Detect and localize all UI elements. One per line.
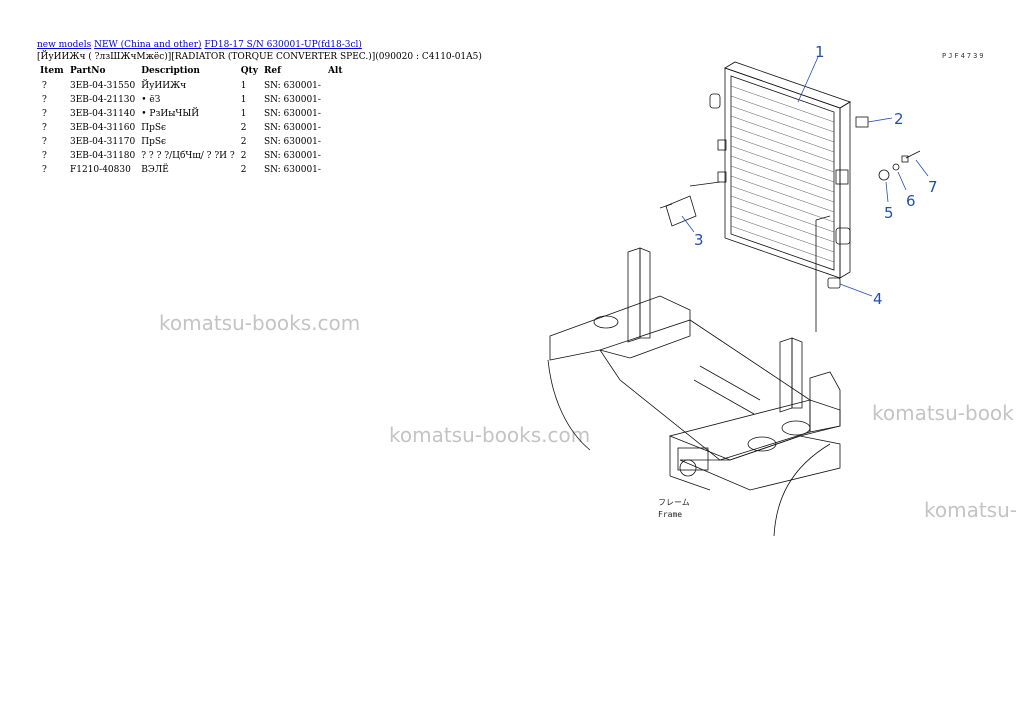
table-row[interactable]: ? F1210-40830 ВЭЛЁ 2 SN: 630001- <box>37 164 346 178</box>
header-partno: PartNo <box>70 66 106 76</box>
header-alt: Alt <box>327 66 343 76</box>
cell-partno: 3EB-04-31160 <box>70 123 136 133</box>
callout-6: 6 <box>906 192 916 210</box>
table-row[interactable]: ? 3EB-04-31140 • РзИыЧЫЙ 1 SN: 630001- <box>37 108 346 122</box>
cell-qty: 2 <box>240 151 247 161</box>
cell-description: • РзИыЧЫЙ <box>141 109 200 119</box>
callout-5: 5 <box>884 204 894 222</box>
cell-item: ? <box>42 151 47 161</box>
cell-partno: F1210-40830 <box>70 165 131 175</box>
cell-ref: SN: 630001- <box>263 109 321 119</box>
callout-leaders <box>681 56 929 297</box>
cell-ref: SN: 630001- <box>263 81 321 91</box>
cell-partno: 3EB-04-31180 <box>70 151 136 161</box>
breadcrumb: new models NEW (China and other) FD18-17… <box>37 40 362 51</box>
table-header-row: Item PartNo Description Qty Ref Alt <box>37 66 346 80</box>
cell-qty: 2 <box>240 123 247 133</box>
cell-alt <box>325 136 346 150</box>
cell-ref: SN: 630001- <box>263 95 321 105</box>
header-ref: Ref <box>263 66 282 76</box>
header-qty: Qty <box>240 66 258 76</box>
cell-description: ПрЅє <box>141 123 167 133</box>
cell-ref: SN: 630001- <box>263 123 321 133</box>
table-row[interactable]: ? 3EB-04-21130 • ёЗ 1 SN: 630001- <box>37 94 346 108</box>
cell-description: ПрЅє <box>141 137 167 147</box>
cell-partno: 3EB-04-31170 <box>70 137 136 147</box>
callout-1: 1 <box>815 43 825 61</box>
callout-7: 7 <box>928 178 938 196</box>
drawing-code: PJF4739 <box>942 52 986 60</box>
page-heading: [ЙуИИЖч ( ?лзШЖчМжёс)][RADIATOR (TORQUE … <box>37 52 482 62</box>
callout-4: 4 <box>873 290 883 308</box>
cell-description: ? ? ? ?/ЦбЧщ/ ? ?И ? <box>141 151 235 161</box>
cell-description: • ёЗ <box>141 95 161 105</box>
table-row[interactable]: ? 3EB-04-31550 ЙуИИЖч 1 SN: 630001- <box>37 80 346 94</box>
cell-description: ЙуИИЖч <box>141 81 187 91</box>
cell-item: ? <box>42 165 47 175</box>
cell-item: ? <box>42 109 47 119</box>
drawing-caption-jp: フレーム <box>658 498 690 507</box>
cell-alt <box>325 122 346 136</box>
frame-drawing <box>547 247 841 537</box>
breadcrumb-link-region[interactable]: NEW (China and other) <box>94 40 202 50</box>
cell-qty: 2 <box>240 137 247 147</box>
cell-alt <box>325 94 346 108</box>
small-parts-drawing <box>659 116 921 332</box>
cell-alt <box>325 150 346 164</box>
cell-partno: 3EB-04-21130 <box>70 95 136 105</box>
parts-table: Item PartNo Description Qty Ref Alt ? 3E… <box>37 66 346 178</box>
callout-2: 2 <box>894 110 904 128</box>
breadcrumb-link-models[interactable]: new models <box>37 40 92 50</box>
cell-qty: 2 <box>240 165 247 175</box>
watermark: komatsu-books.com <box>159 311 361 335</box>
cell-qty: 1 <box>240 81 247 91</box>
table-row[interactable]: ? 3EB-04-31170 ПрЅє 2 SN: 630001- <box>37 136 346 150</box>
cell-item: ? <box>42 137 47 147</box>
cell-alt <box>325 80 346 94</box>
cell-qty: 1 <box>240 95 247 105</box>
parts-diagram: PJF4739 <box>547 43 986 537</box>
header-item: Item <box>40 66 64 76</box>
cell-ref: SN: 630001- <box>263 137 321 147</box>
cell-qty: 1 <box>240 109 247 119</box>
callout-3: 3 <box>694 231 704 249</box>
cell-ref: SN: 630001- <box>263 151 321 161</box>
cell-ref: SN: 630001- <box>263 165 321 175</box>
header-description: Description <box>141 66 200 76</box>
drawing-caption-en: Frame <box>658 510 682 519</box>
cell-partno: 3EB-04-31550 <box>70 81 136 91</box>
cell-description: ВЭЛЁ <box>141 165 169 175</box>
cell-partno: 3EB-04-31140 <box>70 109 136 119</box>
breadcrumb-link-machine[interactable]: FD18-17 S/N 630001-UP(fd18-3cl) <box>204 40 362 50</box>
cell-item: ? <box>42 123 47 133</box>
table-row[interactable]: ? 3EB-04-31160 ПрЅє 2 SN: 630001- <box>37 122 346 136</box>
cell-item: ? <box>42 81 47 91</box>
cell-alt <box>325 164 346 178</box>
radiator-core-drawing <box>709 61 851 279</box>
cell-alt <box>325 108 346 122</box>
cell-item: ? <box>42 95 47 105</box>
table-row[interactable]: ? 3EB-04-31180 ? ? ? ?/ЦбЧщ/ ? ?И ? 2 SN… <box>37 150 346 164</box>
